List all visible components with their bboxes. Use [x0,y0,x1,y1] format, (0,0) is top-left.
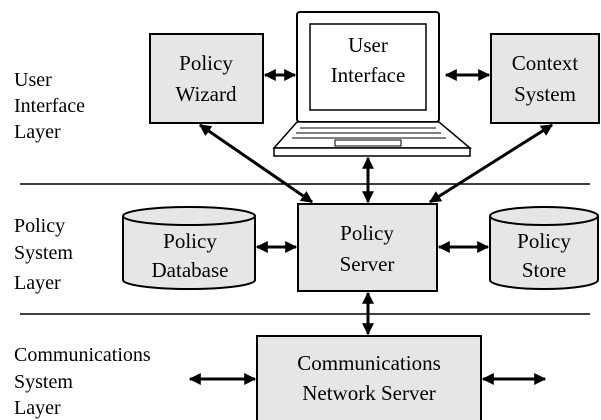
svg-text:Policy: Policy [340,221,394,245]
svg-text:Policy: Policy [179,51,233,75]
policy-server-box: Policy Server [297,203,438,292]
svg-text:Communications: Communications [14,344,151,366]
policy-store-cylinder: Policy Store [489,206,599,290]
layer-label-policy-system: Policy System Layer [14,215,73,294]
arrow-context-server [428,123,554,204]
policy-database-cylinder: Policy Database [122,206,256,290]
svg-text:Communications: Communications [297,351,441,375]
svg-text:User: User [348,33,388,57]
communications-network-server-box: Communications Network Server [256,335,482,420]
layer-label-communications-system: Communications System Layer [14,344,151,419]
svg-text:Wizard: Wizard [176,82,237,106]
svg-text:System: System [14,371,73,393]
svg-text:Policy: Policy [163,229,217,253]
context-system-box: Context System [490,33,600,124]
svg-text:Interface: Interface [14,95,85,117]
svg-text:Layer: Layer [14,121,61,143]
svg-text:Network Server: Network Server [302,381,436,405]
svg-text:Layer: Layer [14,397,61,419]
svg-text:Database: Database [152,258,229,282]
svg-text:Policy: Policy [14,215,65,237]
svg-text:Store: Store [522,258,566,282]
layer-label-user-interface: User Interface Layer [14,69,85,143]
svg-text:System: System [514,82,576,106]
policy-wizard-box: Policy Wizard [149,33,264,124]
svg-text:User: User [14,69,52,91]
svg-text:Interface: Interface [331,63,406,87]
svg-text:Context: Context [512,51,579,75]
svg-text:Server: Server [340,252,395,276]
user-interface-laptop: User Interface [272,11,473,157]
svg-text:System: System [14,242,73,264]
svg-text:Policy: Policy [517,229,571,253]
arrow-wizard-server [199,123,313,204]
svg-text:Layer: Layer [14,272,61,294]
